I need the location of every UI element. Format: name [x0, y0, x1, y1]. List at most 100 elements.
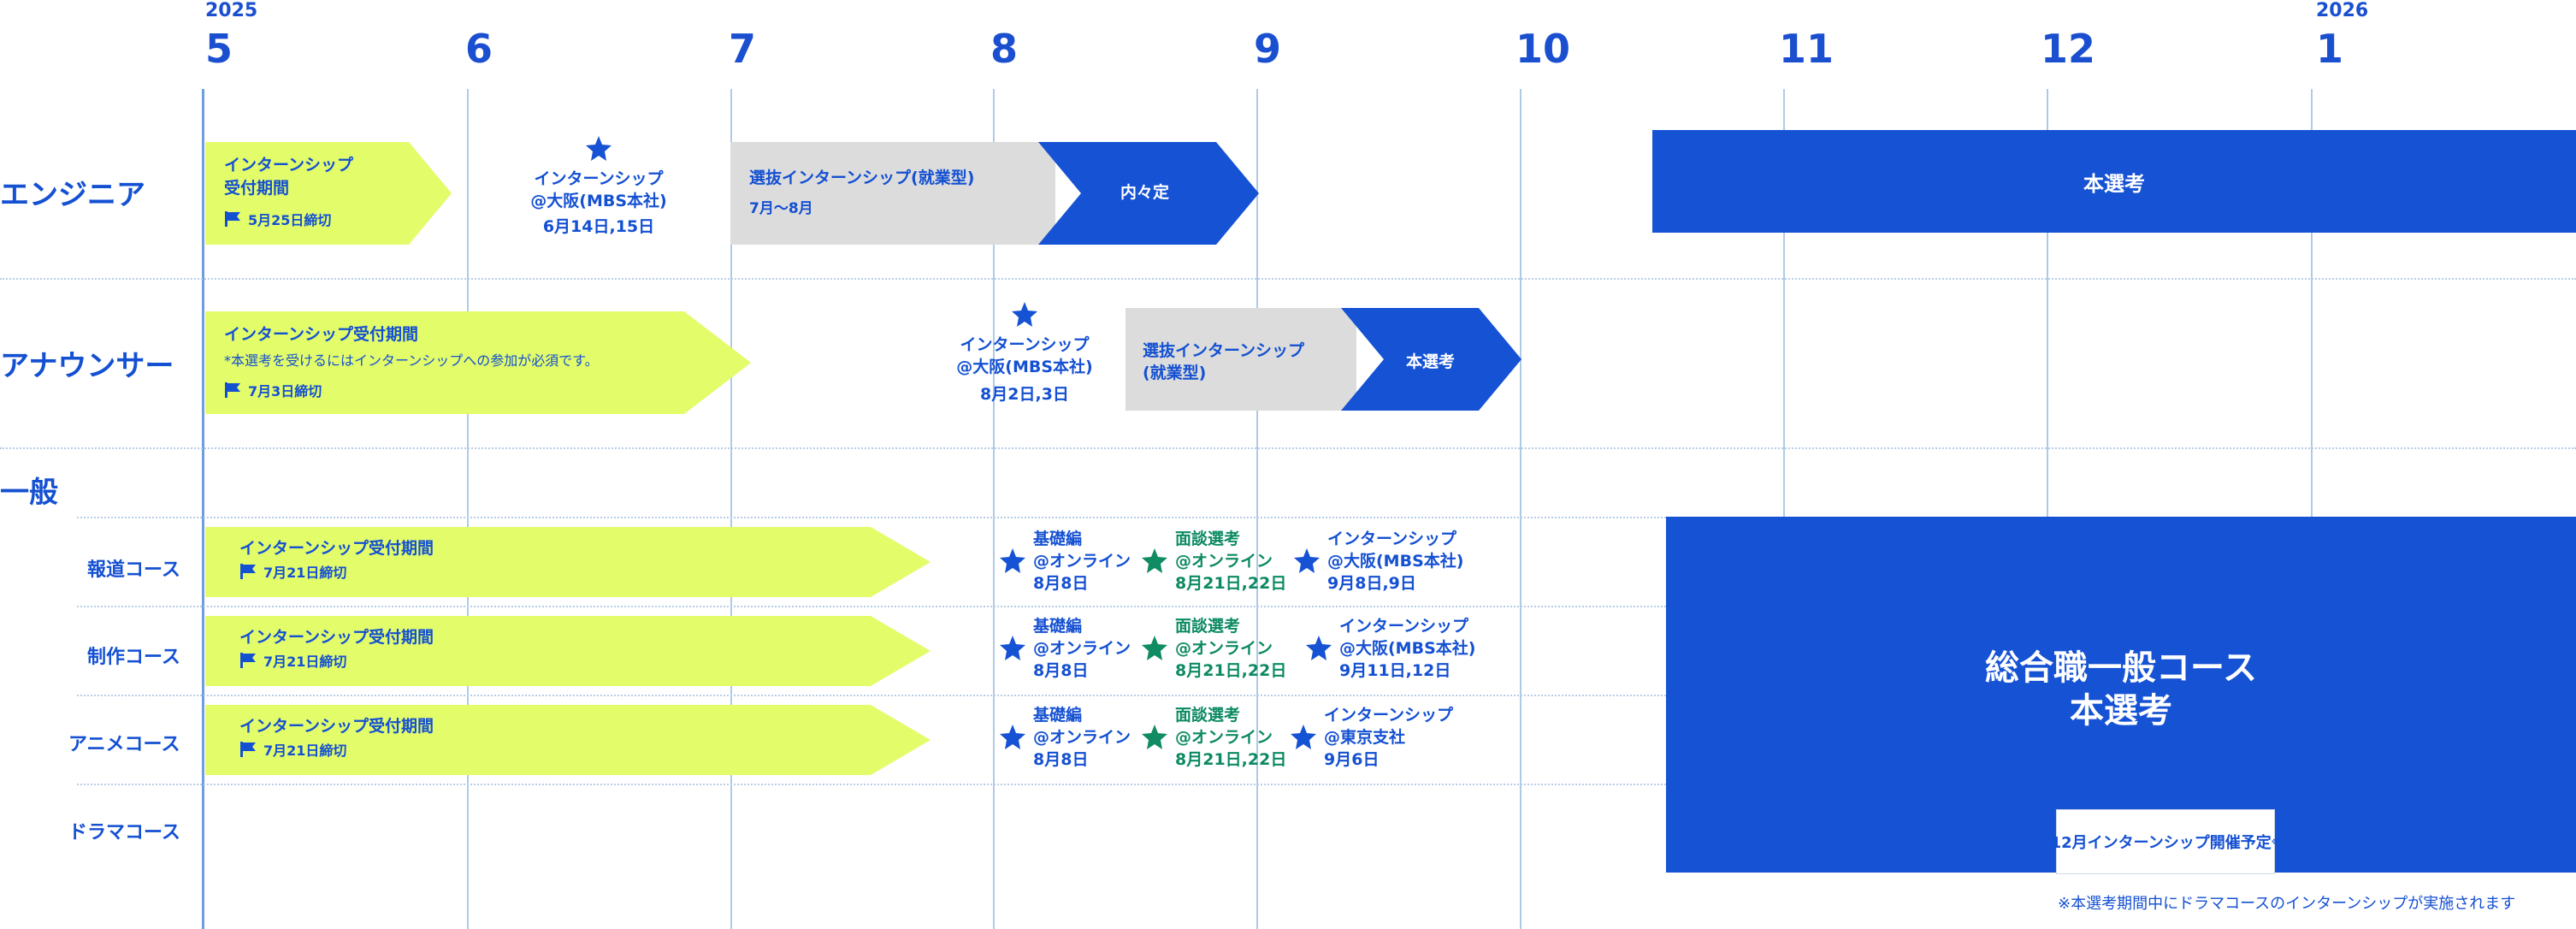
engineer-selective-line1: 選抜インターンシップ(就業型)	[749, 169, 975, 187]
star-icon	[1000, 548, 1025, 573]
year-label-2025: 2025	[205, 0, 258, 21]
anime-interview-title: 面談選考	[1175, 706, 1241, 725]
general-main-selection-block: 総合職一般コース 本選考 12月インターンシップ開催予定※	[1666, 517, 2576, 874]
news-deadline: 7月21日締切	[239, 561, 346, 582]
announcer-event-line1: インターンシップ	[960, 335, 1090, 354]
production-interview-event: 面談選考 @オンライン 8月21日,22日	[1175, 615, 1286, 682]
news-interview-place: @オンライン	[1175, 552, 1273, 571]
news-intern-place: @大阪(MBS本社)	[1327, 552, 1464, 571]
anime-deadline-text: 7月21日締切	[263, 743, 347, 759]
news-basic-date: 8月8日	[1033, 574, 1089, 593]
flag-icon	[225, 382, 240, 398]
row-divider	[0, 447, 2576, 449]
announcer-application-period-arrow	[205, 311, 751, 414]
news-interview-event: 面談選考 @オンライン 8月21日,22日	[1175, 528, 1286, 595]
news-period-title: インターンシップ受付期間	[239, 539, 434, 558]
announcer-selective-line2: (就業型)	[1143, 364, 1207, 382]
anime-intern-place: @東京支社	[1324, 728, 1406, 747]
production-interview-place: @オンライン	[1175, 639, 1273, 658]
anime-basic-date: 8月8日	[1033, 750, 1089, 769]
month-label: 12	[2041, 26, 2096, 72]
anime-interview-event: 面談選考 @オンライン 8月21日,22日	[1175, 704, 1286, 771]
month-label: 11	[1779, 26, 1835, 72]
star-icon	[1000, 725, 1025, 749]
general-main-selection-text: 総合職一般コース 本選考	[1666, 647, 2576, 732]
production-basic-title: 基礎編	[1033, 617, 1083, 636]
month-gridline	[202, 89, 204, 929]
anime-interview-date: 8月21日,22日	[1175, 750, 1287, 769]
engineer-period-line2: 受付期間	[224, 179, 290, 198]
news-internship-event: インターンシップ @大阪(MBS本社) 9月8日,9日	[1327, 528, 1463, 595]
general-main-line2: 本選考	[2070, 691, 2172, 731]
anime-internship-event: インターンシップ @東京支社 9月6日	[1324, 704, 1453, 771]
month-gridline	[467, 89, 469, 929]
month-label: 10	[1515, 26, 1571, 72]
course-news: 報道コース	[87, 559, 180, 581]
december-badge-text: 12月インターンシップ開催予定	[2050, 834, 2272, 852]
production-deadline-text: 7月21日締切	[263, 654, 347, 670]
row-divider	[77, 784, 1676, 785]
course-production: 制作コース	[87, 647, 180, 668]
month-gridline	[730, 89, 732, 929]
announcer-event: インターンシップ @大阪(MBS本社) 8月2日,3日	[922, 334, 1127, 405]
news-intern-date: 9月8日,9日	[1327, 574, 1416, 593]
star-icon	[1012, 302, 1037, 327]
engineer-event-line1: インターンシップ	[534, 169, 664, 188]
engineer-main-selection-bar: 本選考	[1652, 130, 2576, 233]
production-internship-event: インターンシップ @大阪(MBS本社) 9月11日,12日	[1339, 615, 1475, 682]
year-label-2026: 2026	[2316, 0, 2369, 21]
production-deadline: 7月21日締切	[239, 650, 346, 671]
month-label: 8	[990, 26, 1019, 72]
production-intern-place: @大阪(MBS本社)	[1339, 639, 1476, 658]
star-icon	[1142, 548, 1167, 573]
engineer-selective-internship-bar	[730, 142, 1259, 245]
engineer-application-period-arrow	[205, 142, 452, 245]
row-divider	[77, 606, 1676, 607]
course-drama: ドラマコース	[68, 822, 180, 843]
production-period-title: インターンシップ受付期間	[239, 628, 434, 647]
month-label: 5	[205, 26, 233, 72]
engineer-selective-line2: 7月〜8月	[749, 200, 813, 217]
general-main-line1: 総合職一般コース	[1985, 648, 2257, 688]
engineer-period-line1: インターンシップ	[224, 156, 354, 175]
production-interview-title: 面談選考	[1175, 617, 1241, 636]
announcer-event-date: 8月2日,3日	[980, 385, 1069, 404]
flag-icon	[240, 653, 256, 668]
category-general: 一般	[0, 476, 58, 510]
row-divider	[77, 695, 1676, 696]
engineer-naitei: 内々定	[1120, 183, 1170, 202]
star-icon	[1291, 725, 1316, 749]
news-interview-date: 8月21日,22日	[1175, 574, 1287, 593]
production-intern-date: 9月11日,12日	[1339, 661, 1451, 680]
month-gridline	[1783, 89, 1785, 517]
december-badge-mark: ※	[2271, 836, 2281, 848]
announcer-period-title: インターンシップ受付期間	[224, 325, 419, 344]
star-icon	[1294, 548, 1320, 573]
star-icon	[586, 136, 612, 161]
month-gridline	[993, 89, 995, 929]
anime-period-title: インターンシップ受付期間	[239, 717, 434, 736]
production-basic-place: @オンライン	[1033, 639, 1131, 658]
engineer-deadline-text: 5月25日締切	[248, 212, 332, 228]
engineer-event-date: 6月14日,15日	[542, 217, 655, 236]
month-gridline	[1520, 89, 1521, 929]
anime-application-period-arrow	[205, 705, 931, 775]
flag-icon	[240, 564, 256, 579]
announcer-deadline-text: 7月3日締切	[248, 383, 322, 399]
production-application-period-arrow	[205, 616, 931, 686]
category-engineer: エンジニア	[0, 178, 145, 212]
anime-basic-title: 基礎編	[1033, 706, 1083, 725]
month-label: 1	[2316, 26, 2344, 72]
news-basic-event: 基礎編 @オンライン 8月8日	[1033, 528, 1131, 595]
star-icon	[1142, 725, 1167, 749]
announcer-event-line2: @大阪(MBS本社)	[956, 358, 1093, 376]
star-icon	[1142, 636, 1167, 660]
row-divider	[77, 517, 1676, 518]
month-gridline	[1256, 89, 1258, 929]
news-deadline-text: 7月21日締切	[263, 565, 347, 581]
course-anime: アニメコース	[68, 734, 180, 755]
december-internship-badge: 12月インターンシップ開催予定※	[2051, 809, 2280, 874]
star-icon	[1306, 636, 1332, 660]
announcer-main-selection-label: 本選考	[1406, 352, 1456, 371]
flag-icon	[225, 211, 240, 227]
